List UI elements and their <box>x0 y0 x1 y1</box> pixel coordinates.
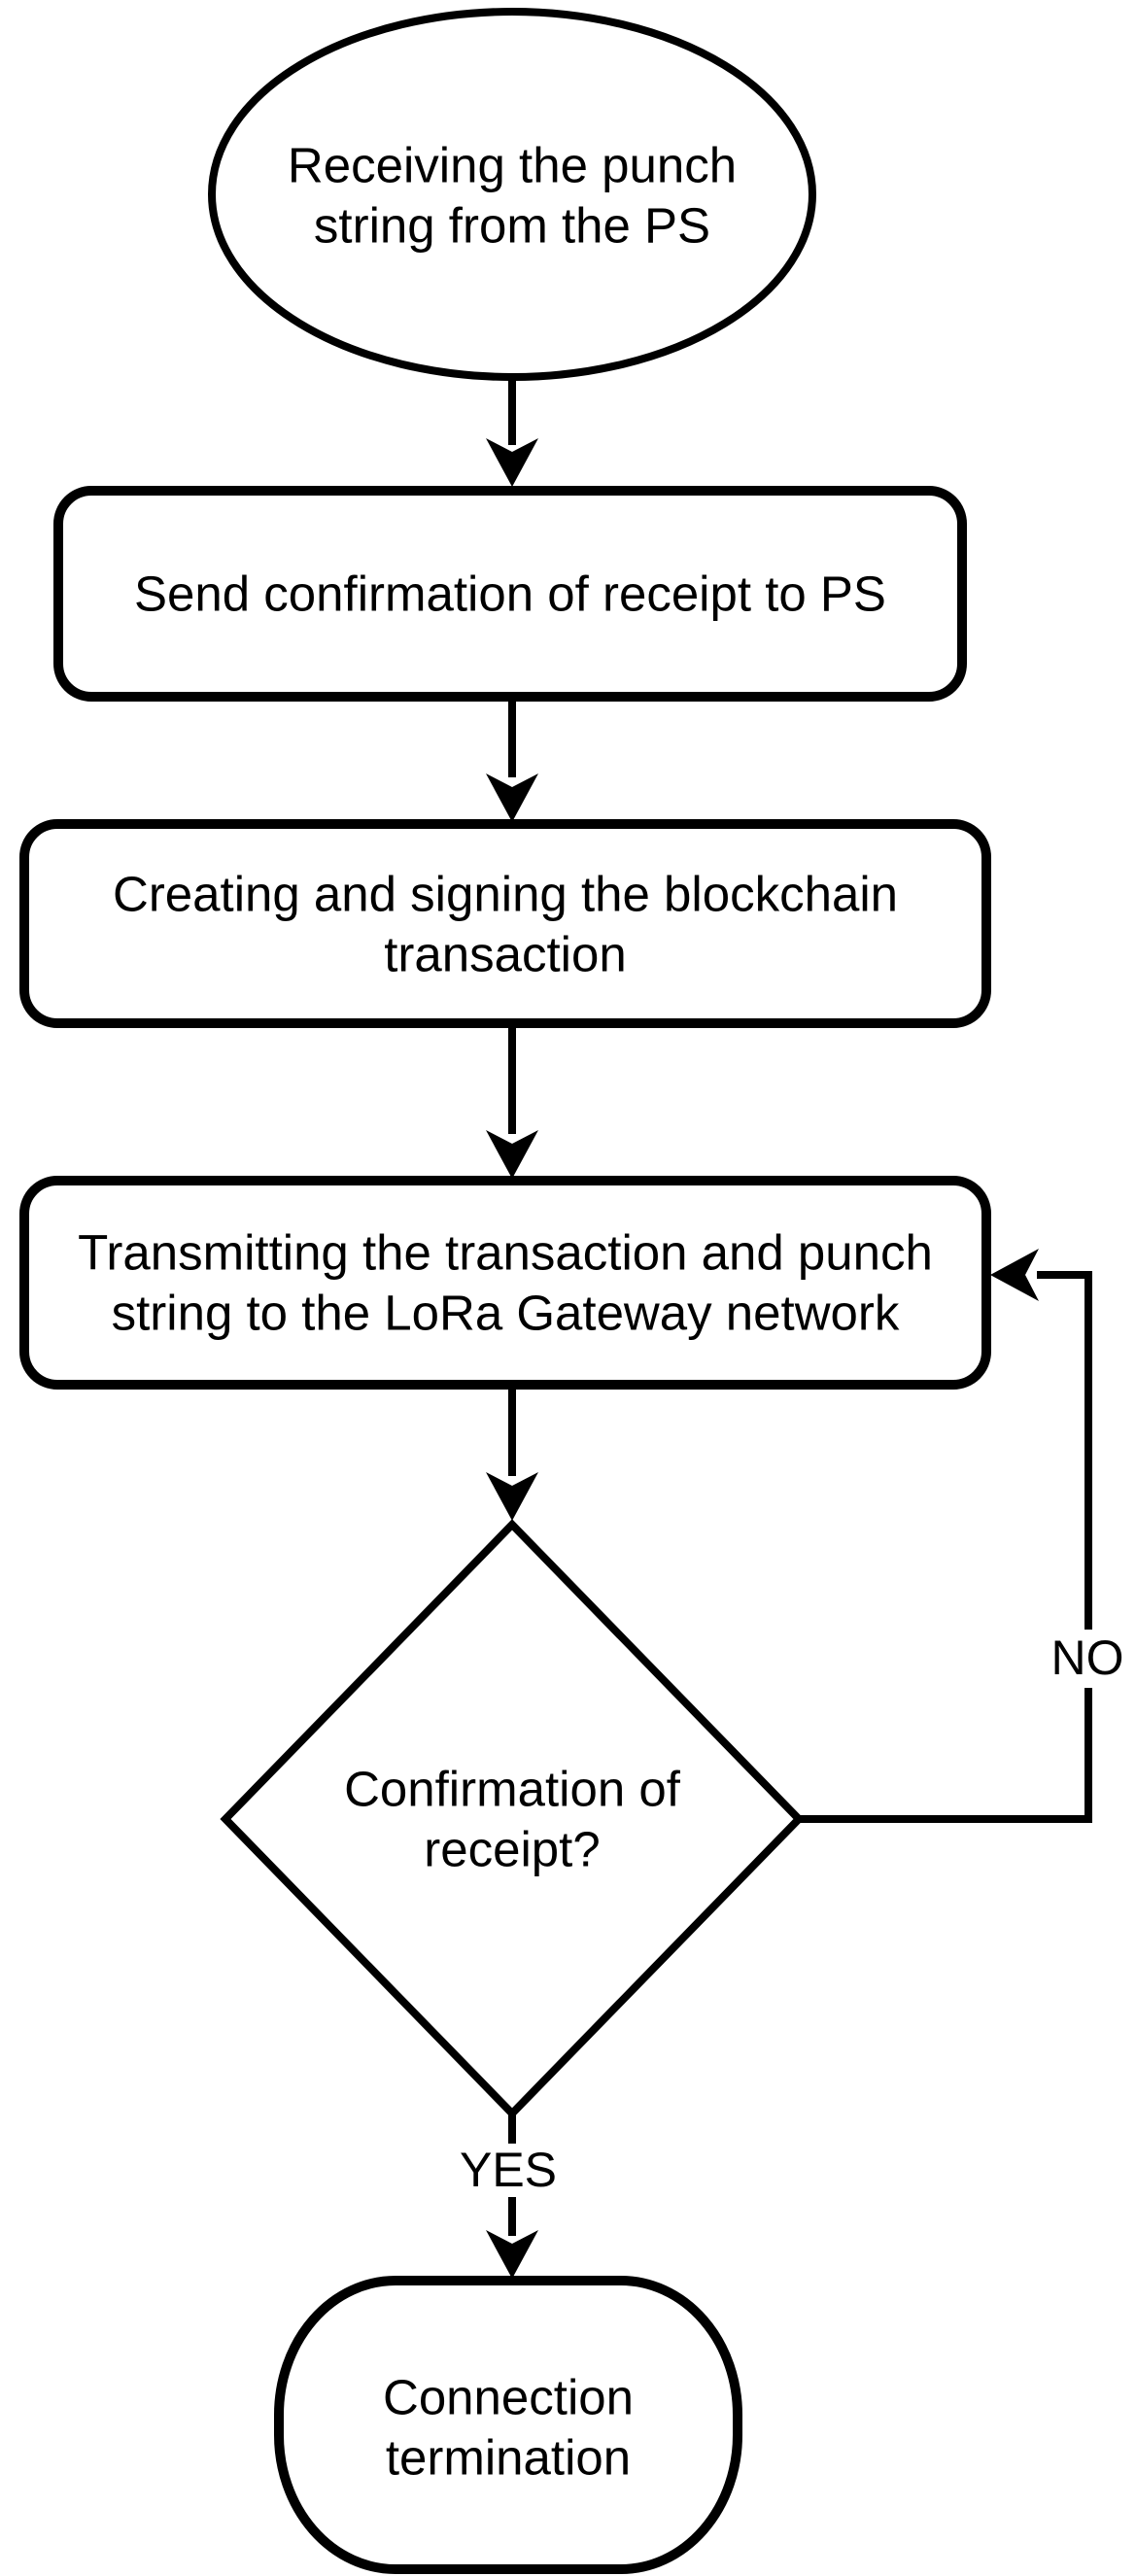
node-confirmation-decision: Confirmation of receipt? <box>220 1519 805 2119</box>
create-sign-label-line-1: Creating and signing the blockchain <box>113 867 898 922</box>
transmit-label-line-1: Transmitting the transaction and punch <box>78 1225 933 1281</box>
arrowhead-down-icon <box>486 2230 538 2279</box>
create-sign-process-shape <box>19 819 991 1028</box>
arrowhead-down-icon <box>486 1472 538 1521</box>
node-termination: Connection termination <box>274 2276 742 2574</box>
edge-decision-yes-to-termination: YES <box>460 2113 557 2279</box>
node-send-confirmation: Send confirmation of receipt to PS <box>53 486 967 702</box>
transmit-label-line-2: string to the LoRa Gateway network <box>112 1286 900 1341</box>
arrowhead-down-icon <box>486 438 538 487</box>
decision-label-line-2: receipt? <box>424 1822 600 1877</box>
node-transmit: Transmitting the transaction and punch s… <box>19 1176 991 1390</box>
start-ellipse-shape <box>208 8 816 381</box>
edge-transmit-to-decision <box>486 1385 538 1521</box>
termination-terminator-shape <box>274 2276 742 2574</box>
decision-diamond-shape <box>220 1519 805 2119</box>
arrowhead-down-icon <box>486 773 538 822</box>
arrowhead-left-icon <box>990 1249 1039 1301</box>
edge-decision-no-loop: NO <box>799 1249 1124 1823</box>
no-loop-upper-segment <box>1037 1271 1092 1630</box>
send-confirmation-label: Send confirmation of receipt to PS <box>134 567 886 622</box>
send-confirmation-process-shape <box>53 486 967 702</box>
start-label-line-2: string from the PS <box>314 198 710 254</box>
edge-start-to-send-confirmation <box>486 375 538 487</box>
edge-send-confirmation-to-create-sign <box>486 697 538 822</box>
node-start: Receiving the punch string from the PS <box>208 8 816 381</box>
create-sign-label-line-2: transaction <box>384 927 626 982</box>
termination-label-line-2: termination <box>386 2430 631 2486</box>
node-create-sign: Creating and signing the blockchain tran… <box>19 819 991 1028</box>
decision-label-line-1: Confirmation of <box>344 1762 681 1817</box>
transmit-process-shape <box>19 1176 991 1390</box>
no-loop-lower-segment <box>799 1688 1092 1823</box>
termination-label-line-1: Connection <box>383 2370 634 2425</box>
edge-create-sign-to-transmit <box>486 1023 538 1179</box>
arrowhead-down-icon <box>486 1130 538 1179</box>
no-branch-label: NO <box>1051 1631 1124 1685</box>
yes-branch-label: YES <box>460 2143 557 2197</box>
start-label-line-1: Receiving the punch <box>288 138 737 193</box>
